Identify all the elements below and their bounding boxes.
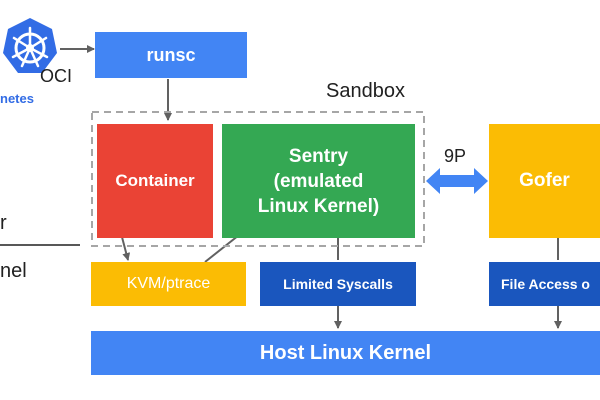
sandbox-border (91, 111, 425, 247)
host-linux-kernel-node: Host Linux Kernel (91, 331, 600, 375)
kernel-label-partial: nel (0, 260, 27, 282)
oci-label: OCI (40, 66, 73, 86)
9p-label: 9P (444, 146, 467, 166)
gofer-node: Gofer (489, 124, 600, 238)
limited-syscalls-node: Limited Syscalls (260, 262, 416, 306)
runsc-node: runsc (95, 32, 247, 78)
container-node: Container (97, 124, 213, 238)
user-label-partial: r (0, 212, 7, 234)
sandbox-label: Sandbox (326, 80, 405, 102)
sentry-node: Sentry (emulated Linux Kernel) (222, 124, 415, 238)
kvm-ptrace-node: KVM/ptrace (91, 262, 246, 306)
kubernetes-logo-text: netes (0, 91, 34, 106)
double-arrow-icon (426, 168, 488, 194)
kubernetes-logo-icon (3, 18, 57, 73)
file-access-node: File Access o (489, 262, 600, 306)
